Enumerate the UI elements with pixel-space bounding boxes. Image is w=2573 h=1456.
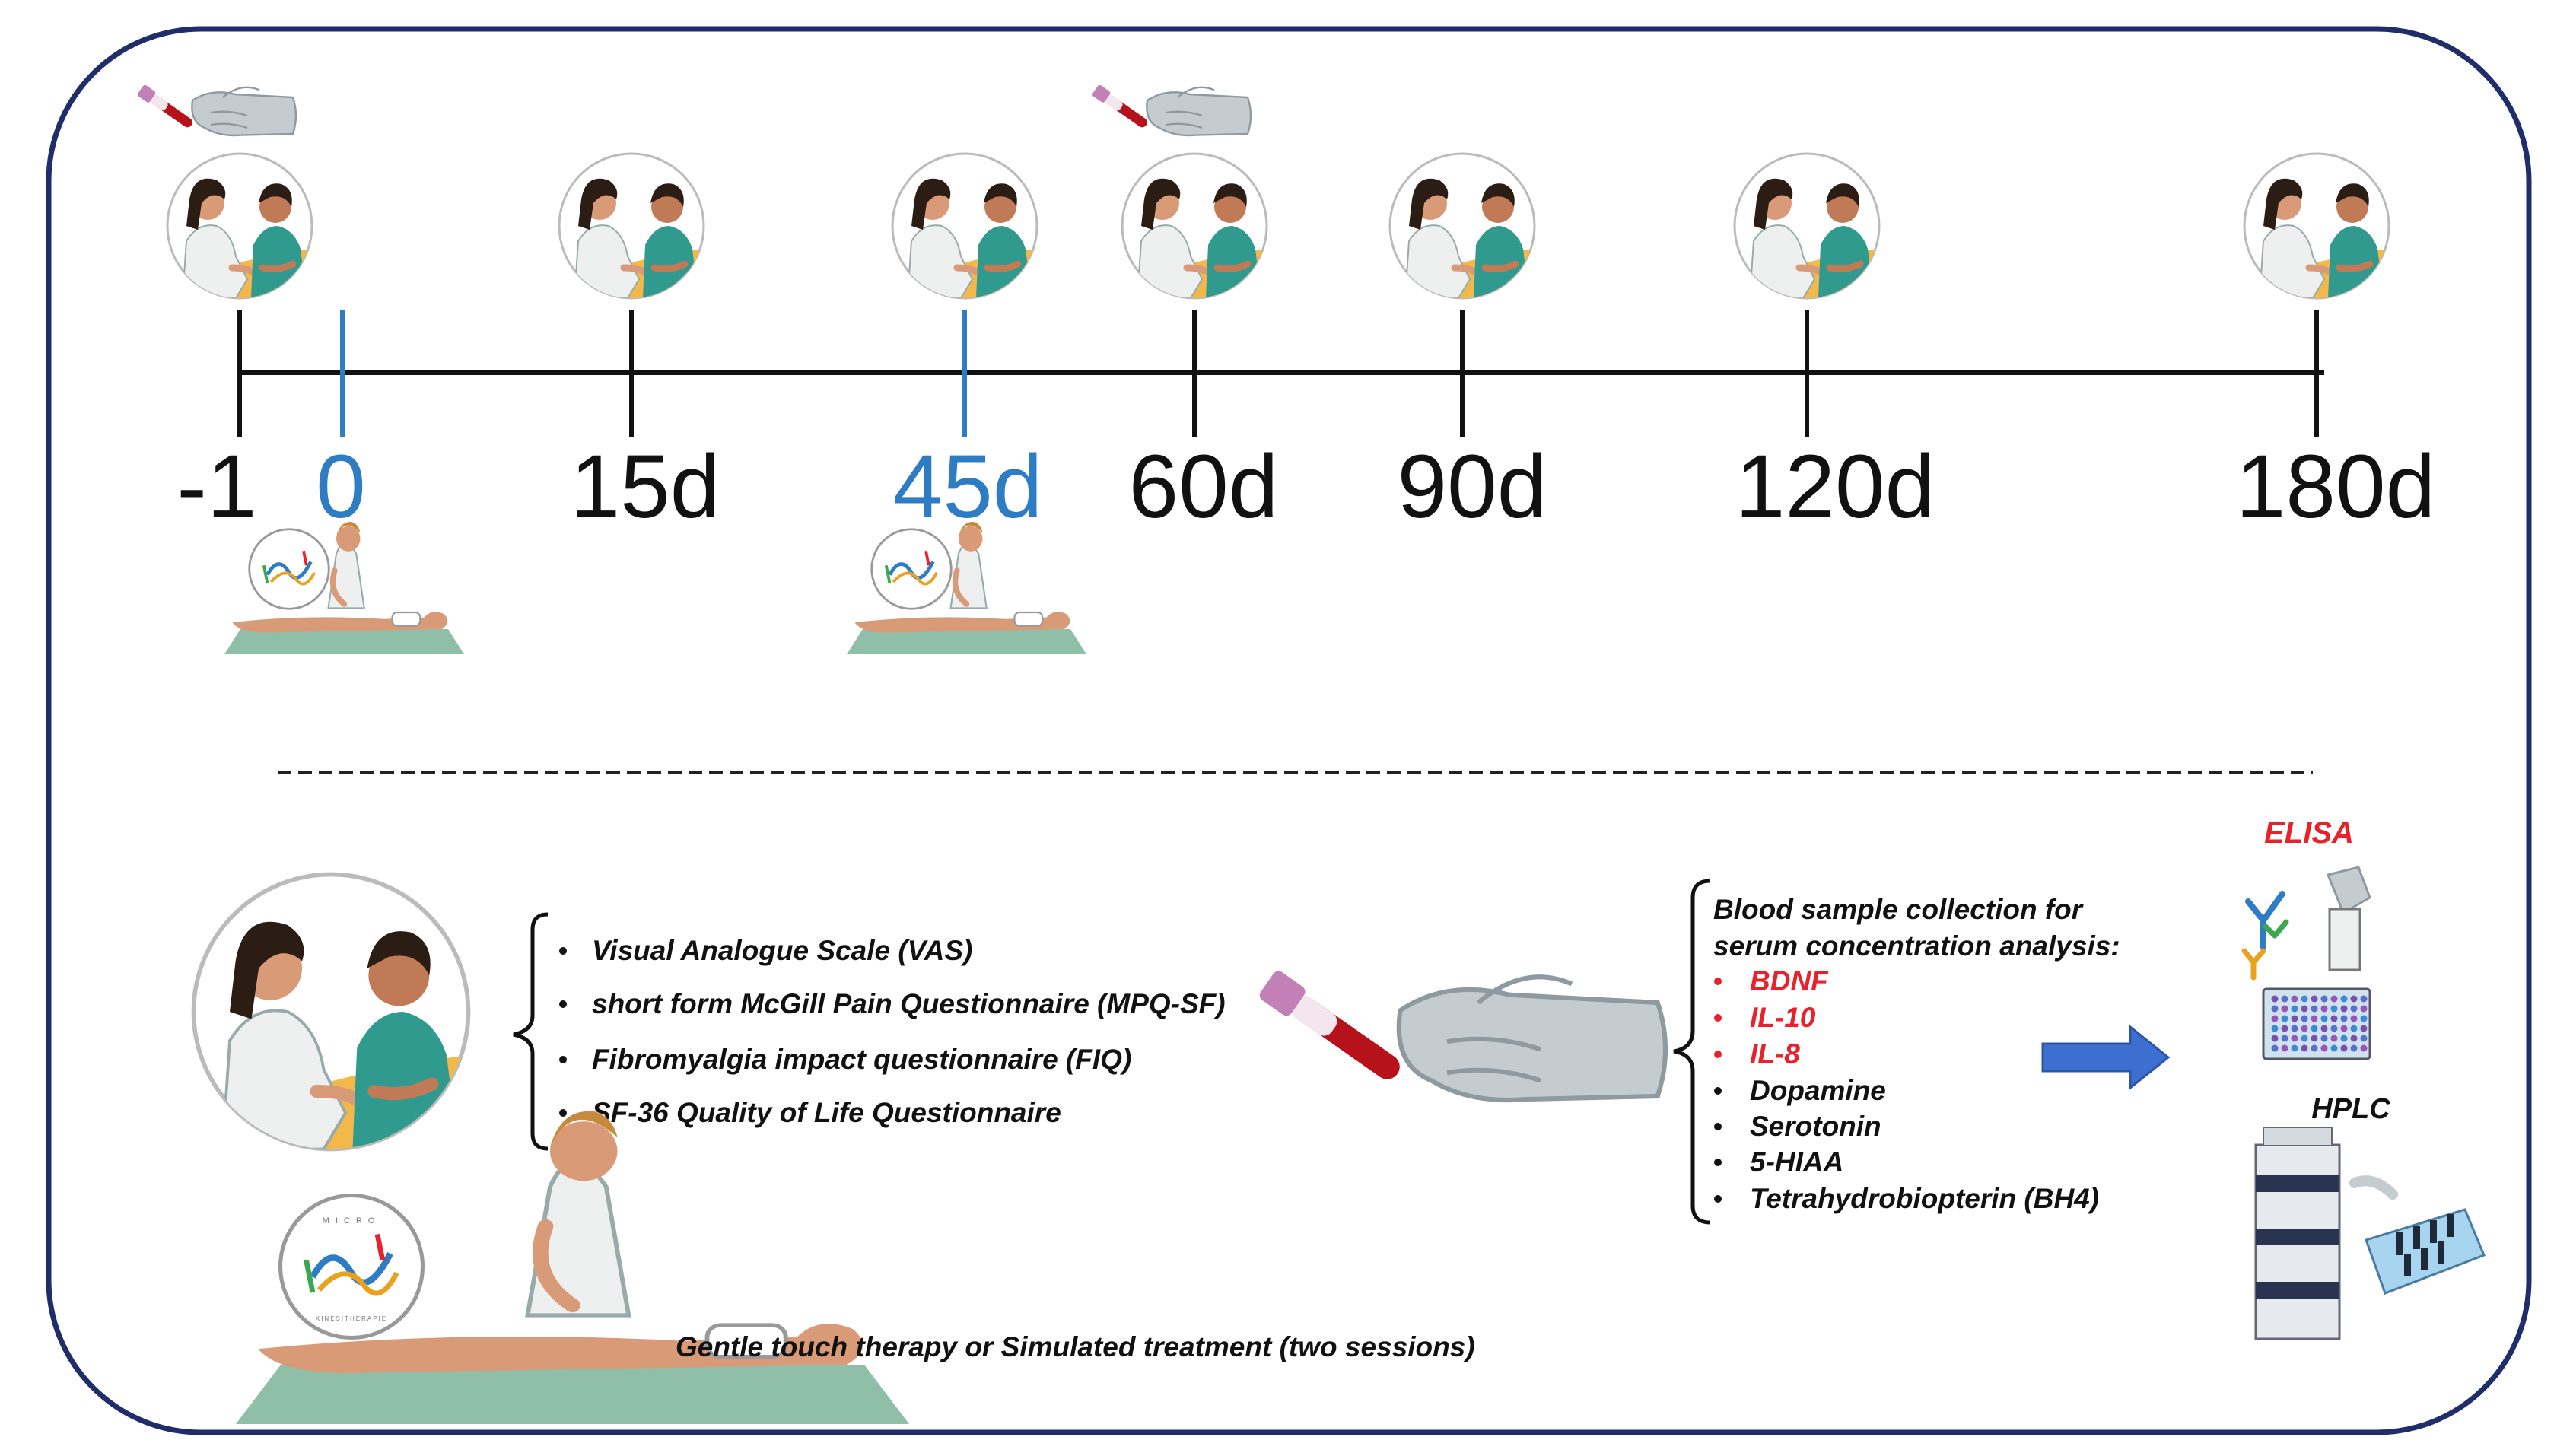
arrow-icon [2041,1024,2171,1091]
questionnaire-item: Fibromyalgia impact questionnaire (FIQ) [559,1044,1131,1075]
analyte-label: Tetrahydrobiopterin (BH4) [1750,1183,2099,1214]
elisa-label: ELISA [2264,816,2354,850]
analyte-label: 5-HIAA [1750,1146,1843,1178]
questionnaire-label: Visual Analogue Scale (VAS) [592,935,972,966]
bullet [559,1109,567,1117]
bullet [559,947,567,955]
questionnaire-item: SF-36 Quality of Life Questionnaire [559,1097,1061,1128]
bullet [1714,1014,1722,1022]
logo-icon [872,529,952,609]
analyte-item: Dopamine [1714,1075,1886,1106]
analyte-label: Dopamine [1750,1075,1886,1106]
consultation-icon [1735,154,1879,298]
questionnaire-item: short form McGill Pain Questionnaire (MP… [559,988,1226,1019]
bullet [1714,1159,1722,1166]
tick-label: 0 [316,437,366,537]
timeline-tick-2: 15d [559,154,720,537]
analyte-item: BDNF [1714,965,1829,997]
tick-label: -1 [177,437,257,537]
timeline-tick-6: 120d [1735,154,1935,537]
timeline-tick-1: 0 [224,310,464,654]
bullet [1714,1123,1722,1130]
consultation-icon [892,154,1037,298]
bullet [1714,1195,1722,1203]
analyte-label: IL-10 [1750,1002,1816,1033]
tick-label: 60d [1129,437,1279,537]
consultation-icon [1390,154,1535,298]
blood-heading-line2: serum concentration analysis: [1713,930,2120,962]
diagram-frame [46,26,2532,1435]
bullet [559,1000,567,1008]
timeline: -1 0 15d 45d 60d 90d 120d 180d [135,83,2436,654]
tick-label: 45d [893,437,1043,537]
questionnaire-label: Fibromyalgia impact questionnaire (FIQ) [592,1044,1131,1075]
timeline-tick-3: 45d [847,154,1086,654]
bullet [1714,1087,1722,1095]
consultation-icon [1122,154,1267,298]
questionnaire-item: Visual Analogue Scale (VAS) [559,935,972,966]
timeline-tick-0: -1 [135,83,312,537]
hplc-icon [2254,1127,2486,1340]
questionnaire-label: SF-36 Quality of Life Questionnaire [592,1097,1061,1128]
elisa-icon [2241,866,2371,1060]
analyte-label: BDNF [1750,965,1829,997]
questionnaire-list: Visual Analogue Scale (VAS) short form Mc… [559,935,1226,1128]
tick-label: 180d [2236,437,2436,537]
logo-icon [250,529,329,609]
analyte-item: Serotonin [1714,1111,1881,1142]
bullet [1714,1051,1722,1058]
timeline-tick-5: 90d [1390,154,1547,537]
analyte-item: Tetrahydrobiopterin (BH4) [1714,1183,2099,1214]
logo-text-bottom: KINESITHERAPIE [316,1315,387,1322]
analyte-item: 5-HIAA [1714,1146,1843,1178]
bullet [559,1056,567,1063]
analyte-item: IL-8 [1714,1038,1800,1070]
timeline-tick-7: 180d [2236,154,2436,537]
tick-label: 120d [1735,437,1935,537]
logo-text-top: MICRO [323,1216,381,1226]
consultation-icon [193,875,468,1149]
questionnaire-brace [513,912,549,1151]
hplc-label: HPLC [2311,1093,2390,1125]
tick-label: 90d [1398,437,1547,537]
blood-brace [1673,879,1711,1225]
tick-label: 15d [571,437,720,537]
consultation-icon [559,154,704,298]
analyte-label: Serotonin [1750,1111,1881,1142]
bullet [1714,978,1722,985]
consultation-icon [2244,154,2389,298]
blood-heading-line1: Blood sample collection for [1713,894,2085,925]
analyte-item: IL-10 [1714,1002,1816,1033]
questionnaire-label: short form McGill Pain Questionnaire (MP… [592,988,1226,1019]
timeline-tick-4: 60d [1090,83,1279,537]
therapy-caption: Gentle touch therapy or Simulated treatm… [676,1331,1475,1362]
consultation-icon [167,154,312,298]
analyte-label: IL-8 [1750,1038,1800,1070]
